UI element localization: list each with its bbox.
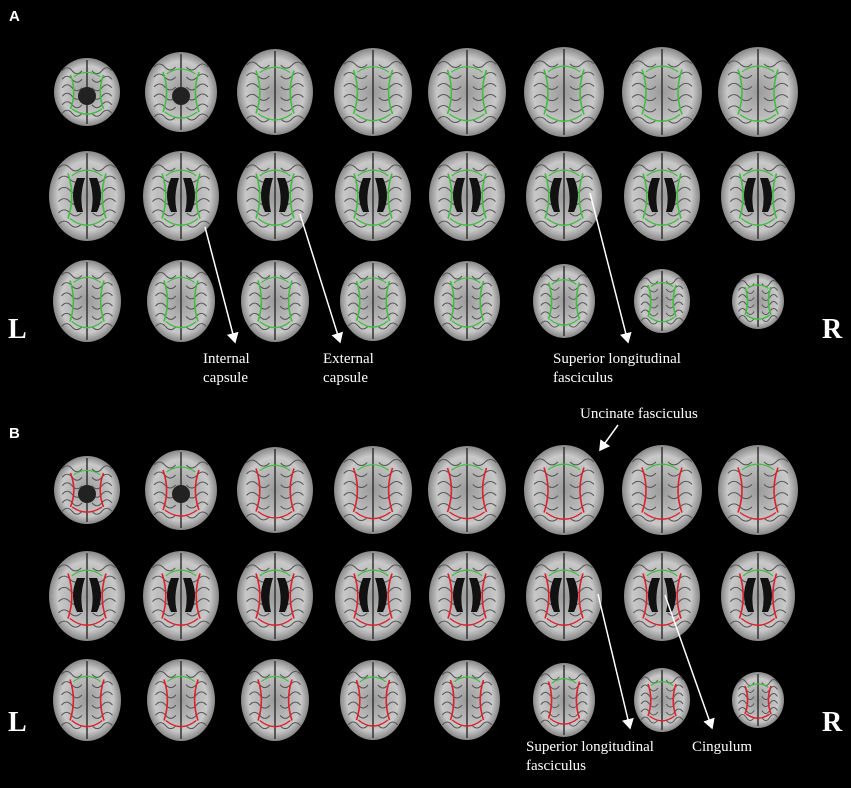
brain-slice xyxy=(333,549,413,648)
panel-b-letter: B xyxy=(9,425,20,442)
brain-slice xyxy=(235,445,315,540)
brain-slice xyxy=(52,56,122,133)
brain-slice xyxy=(235,47,315,142)
brain-slice xyxy=(52,454,122,531)
brain-slice xyxy=(620,45,704,144)
label-slf-a: Superior longitudinal fasciculus xyxy=(553,351,681,386)
brain-slice xyxy=(145,657,217,748)
brain-slice xyxy=(239,258,311,349)
brain-slice xyxy=(524,549,604,648)
brain-slice xyxy=(47,149,127,248)
brain-slice xyxy=(730,271,786,336)
brain-slice xyxy=(332,46,414,143)
brain-slice xyxy=(235,149,315,248)
brain-slice xyxy=(632,267,692,340)
brain-slice xyxy=(47,549,127,648)
brain-slice xyxy=(531,262,597,345)
brain-slice xyxy=(522,443,606,542)
brain-slice xyxy=(620,443,704,542)
brain-slice xyxy=(143,50,219,139)
brain-slice xyxy=(141,549,221,648)
brain-slice xyxy=(426,444,508,541)
brain-slice xyxy=(427,149,507,248)
brain-slice xyxy=(531,661,597,744)
label-uncinate: Uncinate fasciculus xyxy=(580,406,698,422)
brain-slice xyxy=(719,549,797,648)
brain-slice xyxy=(622,149,702,248)
brain-slice xyxy=(145,258,217,349)
brain-slice xyxy=(338,658,408,747)
brain-slice xyxy=(432,259,502,348)
label-internal-capsule: Internal capsule xyxy=(203,351,250,386)
brain-slice xyxy=(524,149,604,248)
brain-slice xyxy=(522,45,606,144)
panel-a-left-label: L xyxy=(8,314,27,345)
brain-slice xyxy=(632,666,692,739)
panel-b-right-label: R xyxy=(822,707,843,738)
brain-slice xyxy=(730,670,786,735)
brain-slice xyxy=(432,658,502,747)
brain-slice xyxy=(143,448,219,537)
panel-b-left-label: L xyxy=(8,707,27,738)
label-slf-b: Superior longitudinal fasciculus xyxy=(526,739,654,774)
brain-slice xyxy=(51,657,123,748)
panel-a-right-label: R xyxy=(822,314,843,345)
brain-slice xyxy=(719,149,797,248)
label-external-capsule: External capsule xyxy=(323,351,374,386)
brain-slice xyxy=(426,46,508,143)
brain-slice xyxy=(622,549,702,648)
brain-slice xyxy=(51,258,123,349)
label-cingulum: Cingulum xyxy=(692,739,753,755)
panel-a-letter: A xyxy=(9,8,20,25)
brain-slice xyxy=(332,444,414,541)
brain-slice xyxy=(427,549,507,648)
brain-slice xyxy=(716,443,800,542)
brain-slice xyxy=(338,259,408,348)
brain-slice xyxy=(235,549,315,648)
brain-slice xyxy=(716,45,800,144)
brain-slice xyxy=(239,657,311,748)
brain-slice xyxy=(333,149,413,248)
brain-slice xyxy=(141,149,221,248)
